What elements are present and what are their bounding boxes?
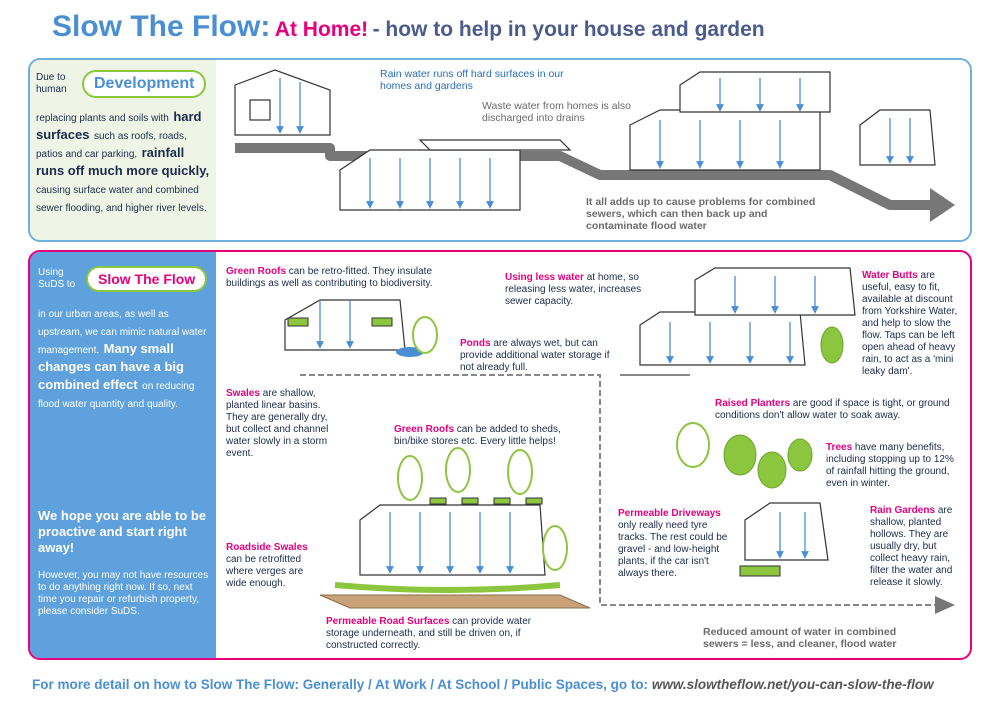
caption-rain-gardens: Rain Gardens are shallow, planted hollow… bbox=[870, 505, 953, 588]
top-side-hard-surfaces: hard surfaces bbox=[36, 109, 202, 142]
top-side-line1: replacing plants and soils with bbox=[36, 113, 169, 124]
tree-9 bbox=[787, 438, 813, 472]
slow-the-flow-pill: Slow The Flow bbox=[86, 266, 208, 292]
top-side-line2: such as roofs, roads, patios and car par… bbox=[36, 131, 187, 160]
house-right bbox=[629, 109, 821, 171]
tree-2 bbox=[397, 455, 423, 501]
bottom-side-prefix: Using SuDS to bbox=[38, 267, 76, 290]
caption-green-roofs-1: Green Roofs can be retro-fitted. They in… bbox=[226, 266, 433, 289]
tree-4 bbox=[507, 449, 533, 495]
bottom-side-line1: in our urban areas, as well as upstream,… bbox=[38, 309, 207, 356]
green-roof-patch bbox=[287, 317, 309, 327]
permeable-road bbox=[319, 594, 591, 609]
bottom-side-hope: We hope you are able to be proactive and… bbox=[38, 508, 207, 555]
caption-permeable-road: Permeable Road Surfaces can provide wate… bbox=[326, 616, 532, 651]
caption-green-roofs-2: Green Roofs can be added to sheds, bin/b… bbox=[394, 424, 561, 447]
rain-arrows-bottom bbox=[316, 276, 819, 574]
top-panel bbox=[28, 58, 972, 242]
title-rest: - how to help in your house and garden bbox=[372, 18, 765, 41]
tree-1 bbox=[412, 316, 438, 354]
caption-raised-planters: Raised Planters are good if space is tig… bbox=[715, 398, 950, 421]
house-rain-garden bbox=[744, 502, 829, 561]
drain-flow-arrowhead bbox=[930, 188, 955, 222]
caption-water-butts: Water Butts are useful, easy to fit, ava… bbox=[862, 270, 958, 377]
house-left-window bbox=[249, 99, 271, 121]
house-left bbox=[234, 69, 331, 136]
tree-8 bbox=[757, 451, 787, 489]
house-water-butt bbox=[639, 311, 806, 366]
page-title: Slow The Flow: At Home! - how to help in… bbox=[52, 10, 765, 44]
rain-arrows-top bbox=[276, 78, 914, 209]
tree-7 bbox=[723, 434, 757, 476]
bottom-side-text: Using SuDS to Slow The Flow in our urban… bbox=[38, 266, 210, 618]
development-pill: Development bbox=[82, 70, 207, 98]
bottom-side-closing: However, you may not have resources to d… bbox=[38, 570, 209, 617]
top-side-line3: causing surface water and combined sewer… bbox=[36, 185, 207, 214]
footer-url[interactable]: www.slowtheflow.net/you-can-slow-the-flo… bbox=[651, 677, 934, 692]
top-side-prefix: Due to human bbox=[36, 72, 67, 95]
bottom-panel-sidebar bbox=[30, 252, 216, 658]
title-main: Slow The Flow: bbox=[52, 10, 271, 43]
drain-flow-path bbox=[235, 143, 940, 210]
label-problems: It all adds up to cause problems for com… bbox=[586, 196, 816, 232]
bottom-side-line2: on reducing flood water quantity and qua… bbox=[38, 381, 195, 410]
shed-roof-2 bbox=[461, 497, 479, 505]
top-side-text: Due to human Development replacing plant… bbox=[36, 70, 212, 216]
tree-3 bbox=[445, 447, 471, 493]
footer-text: For more detail on how to Slow The Flow:… bbox=[32, 677, 649, 692]
shed-roof-4 bbox=[525, 497, 543, 505]
caption-swales: Swales are shallow, planted linear basin… bbox=[226, 388, 329, 459]
suds-flow-path bbox=[300, 374, 940, 606]
raised-planter bbox=[739, 565, 781, 577]
green-roof-patch-2 bbox=[371, 317, 393, 327]
label-waste-water: Waste water from homes is also discharge… bbox=[482, 100, 631, 124]
title-highlight: At Home! bbox=[274, 18, 369, 41]
label-reduced-water: Reduced amount of water in combined sewe… bbox=[703, 626, 897, 650]
house-right-back bbox=[679, 71, 831, 113]
roadside-swale bbox=[334, 582, 561, 593]
shed-roof-3 bbox=[493, 497, 511, 505]
label-rain-runoff: Rain water runs off hard surfaces in our… bbox=[380, 68, 564, 92]
footer: For more detail on how to Slow The Flow:… bbox=[32, 677, 934, 692]
tree-6 bbox=[676, 422, 710, 468]
house-far-right bbox=[859, 109, 936, 166]
bottom-side-big: Many small changes can have a big combin… bbox=[38, 341, 184, 392]
caption-less-water: Using less water at home, so releasing l… bbox=[505, 272, 642, 307]
top-side-rainfall: rainfall runs off much more quickly, bbox=[36, 145, 210, 178]
shed-roof-1 bbox=[429, 497, 447, 505]
caption-permeable-driveways: Permeable Driveways only really need tyr… bbox=[618, 508, 728, 579]
caption-ponds: Ponds are always wet, but can provide ad… bbox=[460, 338, 610, 373]
caption-trees: Trees have many benefits, including stop… bbox=[826, 442, 954, 489]
suds-flow-arrowhead bbox=[935, 596, 955, 614]
caption-roadside-swales: Roadside Swales can be retrofitted where… bbox=[226, 542, 308, 589]
house-green-roof bbox=[284, 299, 406, 351]
house-swale bbox=[359, 504, 546, 576]
tree-water-butt bbox=[820, 326, 844, 364]
bottom-panel bbox=[28, 250, 972, 660]
row-boxes bbox=[418, 139, 572, 151]
tree-5 bbox=[542, 525, 568, 571]
